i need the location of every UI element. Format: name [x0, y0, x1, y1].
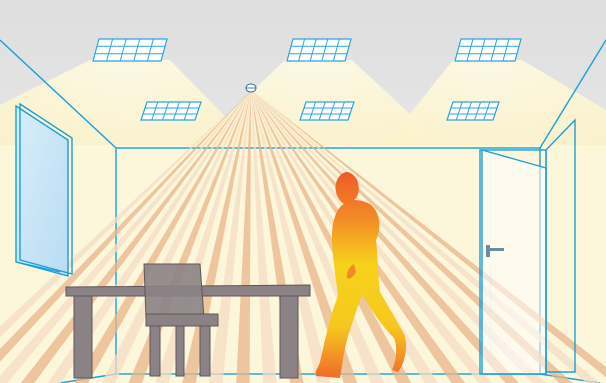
ceiling-light-panel-icon: [287, 39, 351, 61]
chair-leg: [200, 326, 210, 376]
ceiling-light-panel-icon: [300, 102, 354, 120]
door-panel: [482, 150, 546, 374]
table-leg-right: [280, 296, 298, 378]
ceiling-light-panel-icon: [141, 102, 201, 120]
chair-seat: [146, 314, 218, 326]
ceiling-light-panel-icon: [447, 102, 499, 120]
chair-leg: [150, 326, 160, 376]
chair-leg: [176, 326, 184, 376]
chair-back: [144, 264, 204, 318]
motion-sensor-icon: [246, 84, 256, 92]
table-leg-left: [74, 296, 92, 378]
ceiling-light-panel-icon: [93, 39, 167, 61]
ceiling-light-panel-icon: [455, 39, 521, 61]
